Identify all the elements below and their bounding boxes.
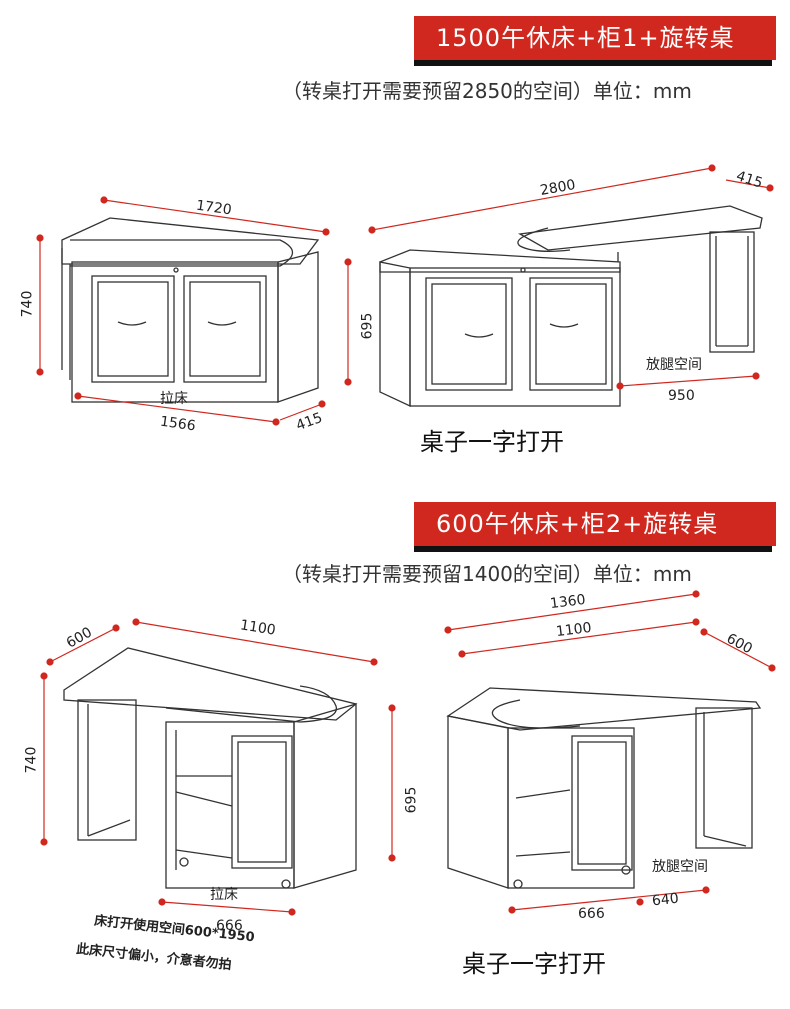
leg-space-1: 放腿空间 xyxy=(646,357,702,373)
cabinet1-handle-right xyxy=(207,321,237,326)
cabinet1-handle-left xyxy=(117,321,147,326)
section1-caption: 桌子一字打开 xyxy=(420,428,564,456)
cabinet1-side xyxy=(277,251,319,403)
desk3-leg xyxy=(695,707,753,849)
bed-label-2: 拉床 xyxy=(210,887,238,903)
dim-height-left-1: 740 xyxy=(19,290,36,318)
cabinet1-door-right xyxy=(183,275,267,383)
bed-label-1: 拉床 xyxy=(160,391,188,407)
section2-caption: 桌子一字打开 xyxy=(462,950,606,978)
desk1-top xyxy=(518,205,763,251)
desk3-door xyxy=(571,735,633,871)
dim-height-mid-2: 695 xyxy=(403,786,420,814)
dim-bottom-left-2: 666 xyxy=(578,906,605,922)
cabinet1-round-top xyxy=(70,239,294,267)
desk2-round-top xyxy=(165,685,337,723)
desk1-cabinet-top xyxy=(379,249,621,273)
desk1-round-top xyxy=(517,227,571,252)
section2-title: 600午休床+柜2+旋转桌 xyxy=(414,502,776,546)
cabinet1-body xyxy=(71,261,279,403)
section1-title: 1500午休床+柜1+旋转桌 xyxy=(414,16,776,60)
dim-bottom-len-2: 666 xyxy=(216,918,243,934)
section2-note: （转桌打开需要预留1400的空间）单位：mm xyxy=(282,562,692,586)
dim-height-left-2: 740 xyxy=(23,746,40,774)
leg-space-2: 放腿空间 xyxy=(652,859,708,875)
desk2-leg xyxy=(77,699,137,841)
desk2-top xyxy=(63,647,358,721)
desk2-door xyxy=(231,735,293,869)
dim-leg-len-1: 950 xyxy=(668,388,695,404)
cabinet1-door-left xyxy=(91,275,175,383)
desk3-round-top xyxy=(491,699,581,729)
dim-bottom-right-2: 640 xyxy=(651,890,680,910)
desk1-cabinet-body xyxy=(409,267,621,407)
dim-height-right-1: 695 xyxy=(359,312,376,340)
section1-note: （转桌打开需要预留2850的空间）单位：mm xyxy=(282,79,692,103)
desk1-leg xyxy=(709,231,755,353)
